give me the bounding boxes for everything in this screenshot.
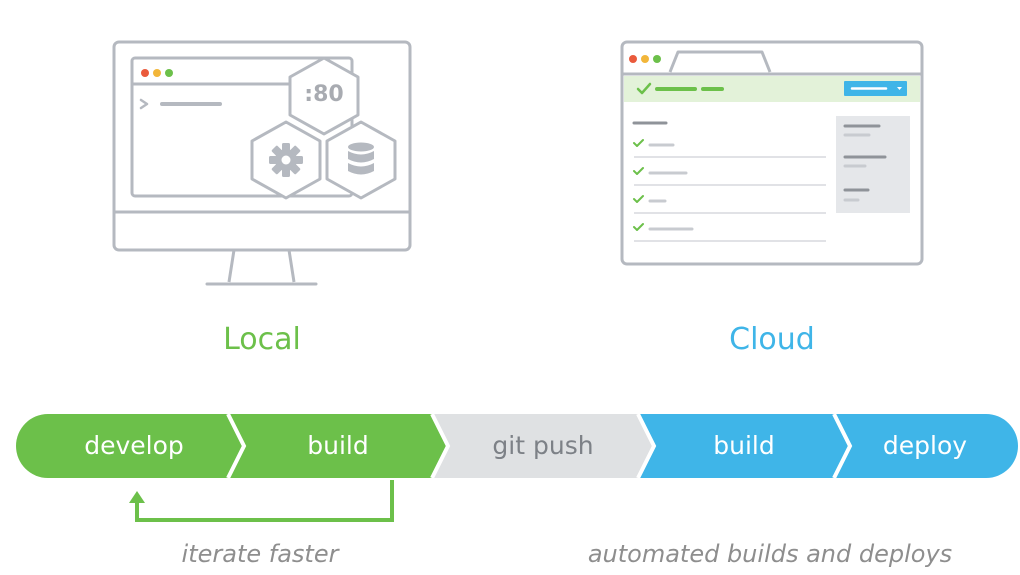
monitor-frame — [112, 40, 412, 252]
pipeline-separator — [430, 413, 451, 479]
arrow-up-icon — [129, 491, 145, 503]
monitor-stand — [227, 249, 296, 283]
window-minimize-dot — [153, 69, 161, 77]
window-maximize-dot — [653, 55, 661, 63]
hex-database — [325, 120, 397, 200]
cloud-browser-illustration — [620, 40, 924, 266]
checkmark-icon — [636, 82, 652, 95]
pipeline-step-develop — [16, 414, 244, 478]
list-item — [633, 139, 826, 158]
chevron-down-icon — [897, 87, 902, 90]
pipeline-step-deploy — [834, 414, 1018, 478]
pipeline-step-git-push — [432, 414, 654, 478]
pipeline-separator — [832, 413, 853, 479]
cloud-environment-label: Cloud — [729, 322, 815, 357]
database-icon — [348, 142, 374, 175]
window-close-dot — [629, 55, 637, 63]
step-label-cloud-build: build — [713, 431, 775, 460]
checkmark-icon — [633, 139, 644, 147]
pipeline-separator — [226, 413, 247, 479]
list-item — [633, 195, 826, 214]
pipeline-step-local-build — [228, 414, 448, 478]
gear-icon — [269, 143, 303, 177]
terminal-prompt-icon — [139, 98, 149, 110]
local-environment-label: Local — [223, 322, 301, 357]
window-minimize-dot — [641, 55, 649, 63]
checkmark-icon — [633, 223, 644, 231]
window-close-dot — [141, 69, 149, 77]
pipeline-step-cloud-build — [638, 414, 850, 478]
iterate-loop-arrow — [129, 480, 394, 522]
checkmark-icon — [633, 195, 644, 203]
list-item — [633, 223, 826, 242]
build-list — [633, 139, 826, 242]
step-label-git-push: git push — [492, 431, 594, 460]
port-badge-label: :80 — [304, 82, 344, 107]
caption-iterate-faster: iterate faster — [181, 540, 339, 568]
caption-automated-builds: automated builds and deploys — [587, 540, 953, 568]
step-label-local-build: build — [307, 431, 369, 460]
step-label-develop: develop — [84, 431, 184, 460]
hex-port-badge — [288, 56, 360, 136]
pipeline-separator — [636, 413, 657, 479]
list-item — [633, 167, 826, 186]
checkmark-icon — [633, 167, 644, 175]
hex-gear — [250, 120, 322, 200]
local-monitor-illustration — [112, 40, 412, 286]
sidebar-panel — [836, 116, 910, 213]
step-label-deploy: deploy — [882, 431, 968, 460]
browser-tab — [668, 50, 772, 73]
pipeline — [16, 413, 1018, 479]
window-maximize-dot — [165, 69, 173, 77]
